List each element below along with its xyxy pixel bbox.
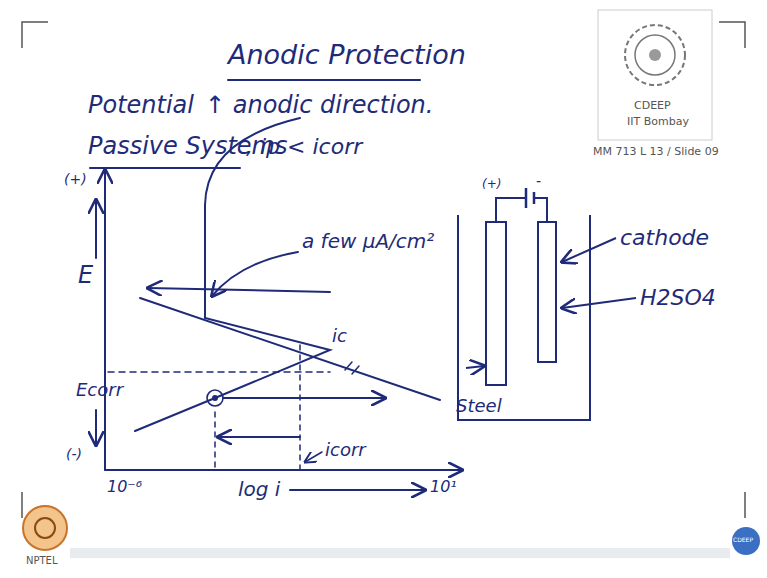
- slide-number: MM 713 L 13 / Slide 09: [593, 146, 719, 158]
- part-name: cathode: [620, 226, 709, 250]
- protection-cell: [458, 188, 636, 420]
- logo-text: CDEEP: [634, 100, 671, 112]
- heading-text: ↑ anodic direction.: [205, 92, 433, 118]
- part-name: Steel: [456, 396, 502, 416]
- condition-text: , ip < icorr: [246, 135, 362, 159]
- axis-label: E: [78, 262, 93, 288]
- nptel-logo: [23, 506, 67, 550]
- terminal-sign: (+): [482, 178, 501, 191]
- curve-label: icorr: [325, 440, 366, 460]
- cdeep-logo: [598, 10, 712, 140]
- axis-label: Ecorr: [76, 380, 123, 400]
- part-name: H2SO4: [640, 286, 716, 310]
- axis-label: log i: [238, 478, 280, 500]
- axis-tick: 10¹: [430, 478, 457, 496]
- axis-tick: 10⁻⁶: [107, 478, 142, 496]
- logo-text: NPTEL: [26, 555, 58, 566]
- cdeep-badge: [732, 527, 760, 555]
- axis-sign: (-): [66, 447, 82, 462]
- current-note: a few μA/cm²: [302, 230, 434, 252]
- logo-text: IIT Bombay: [627, 116, 689, 128]
- slide-frame: [22, 22, 745, 518]
- underline: [90, 167, 240, 169]
- axis-sign: (+): [64, 172, 87, 187]
- logo-text: CDEEP: [733, 537, 753, 544]
- bottom-band: [70, 548, 730, 558]
- curve-label: ic: [332, 326, 347, 346]
- terminal-sign: -: [536, 174, 541, 189]
- slide-title: Anodic Protection: [228, 40, 466, 70]
- heading-text: Potential: [88, 92, 194, 118]
- title-underline: [228, 79, 420, 81]
